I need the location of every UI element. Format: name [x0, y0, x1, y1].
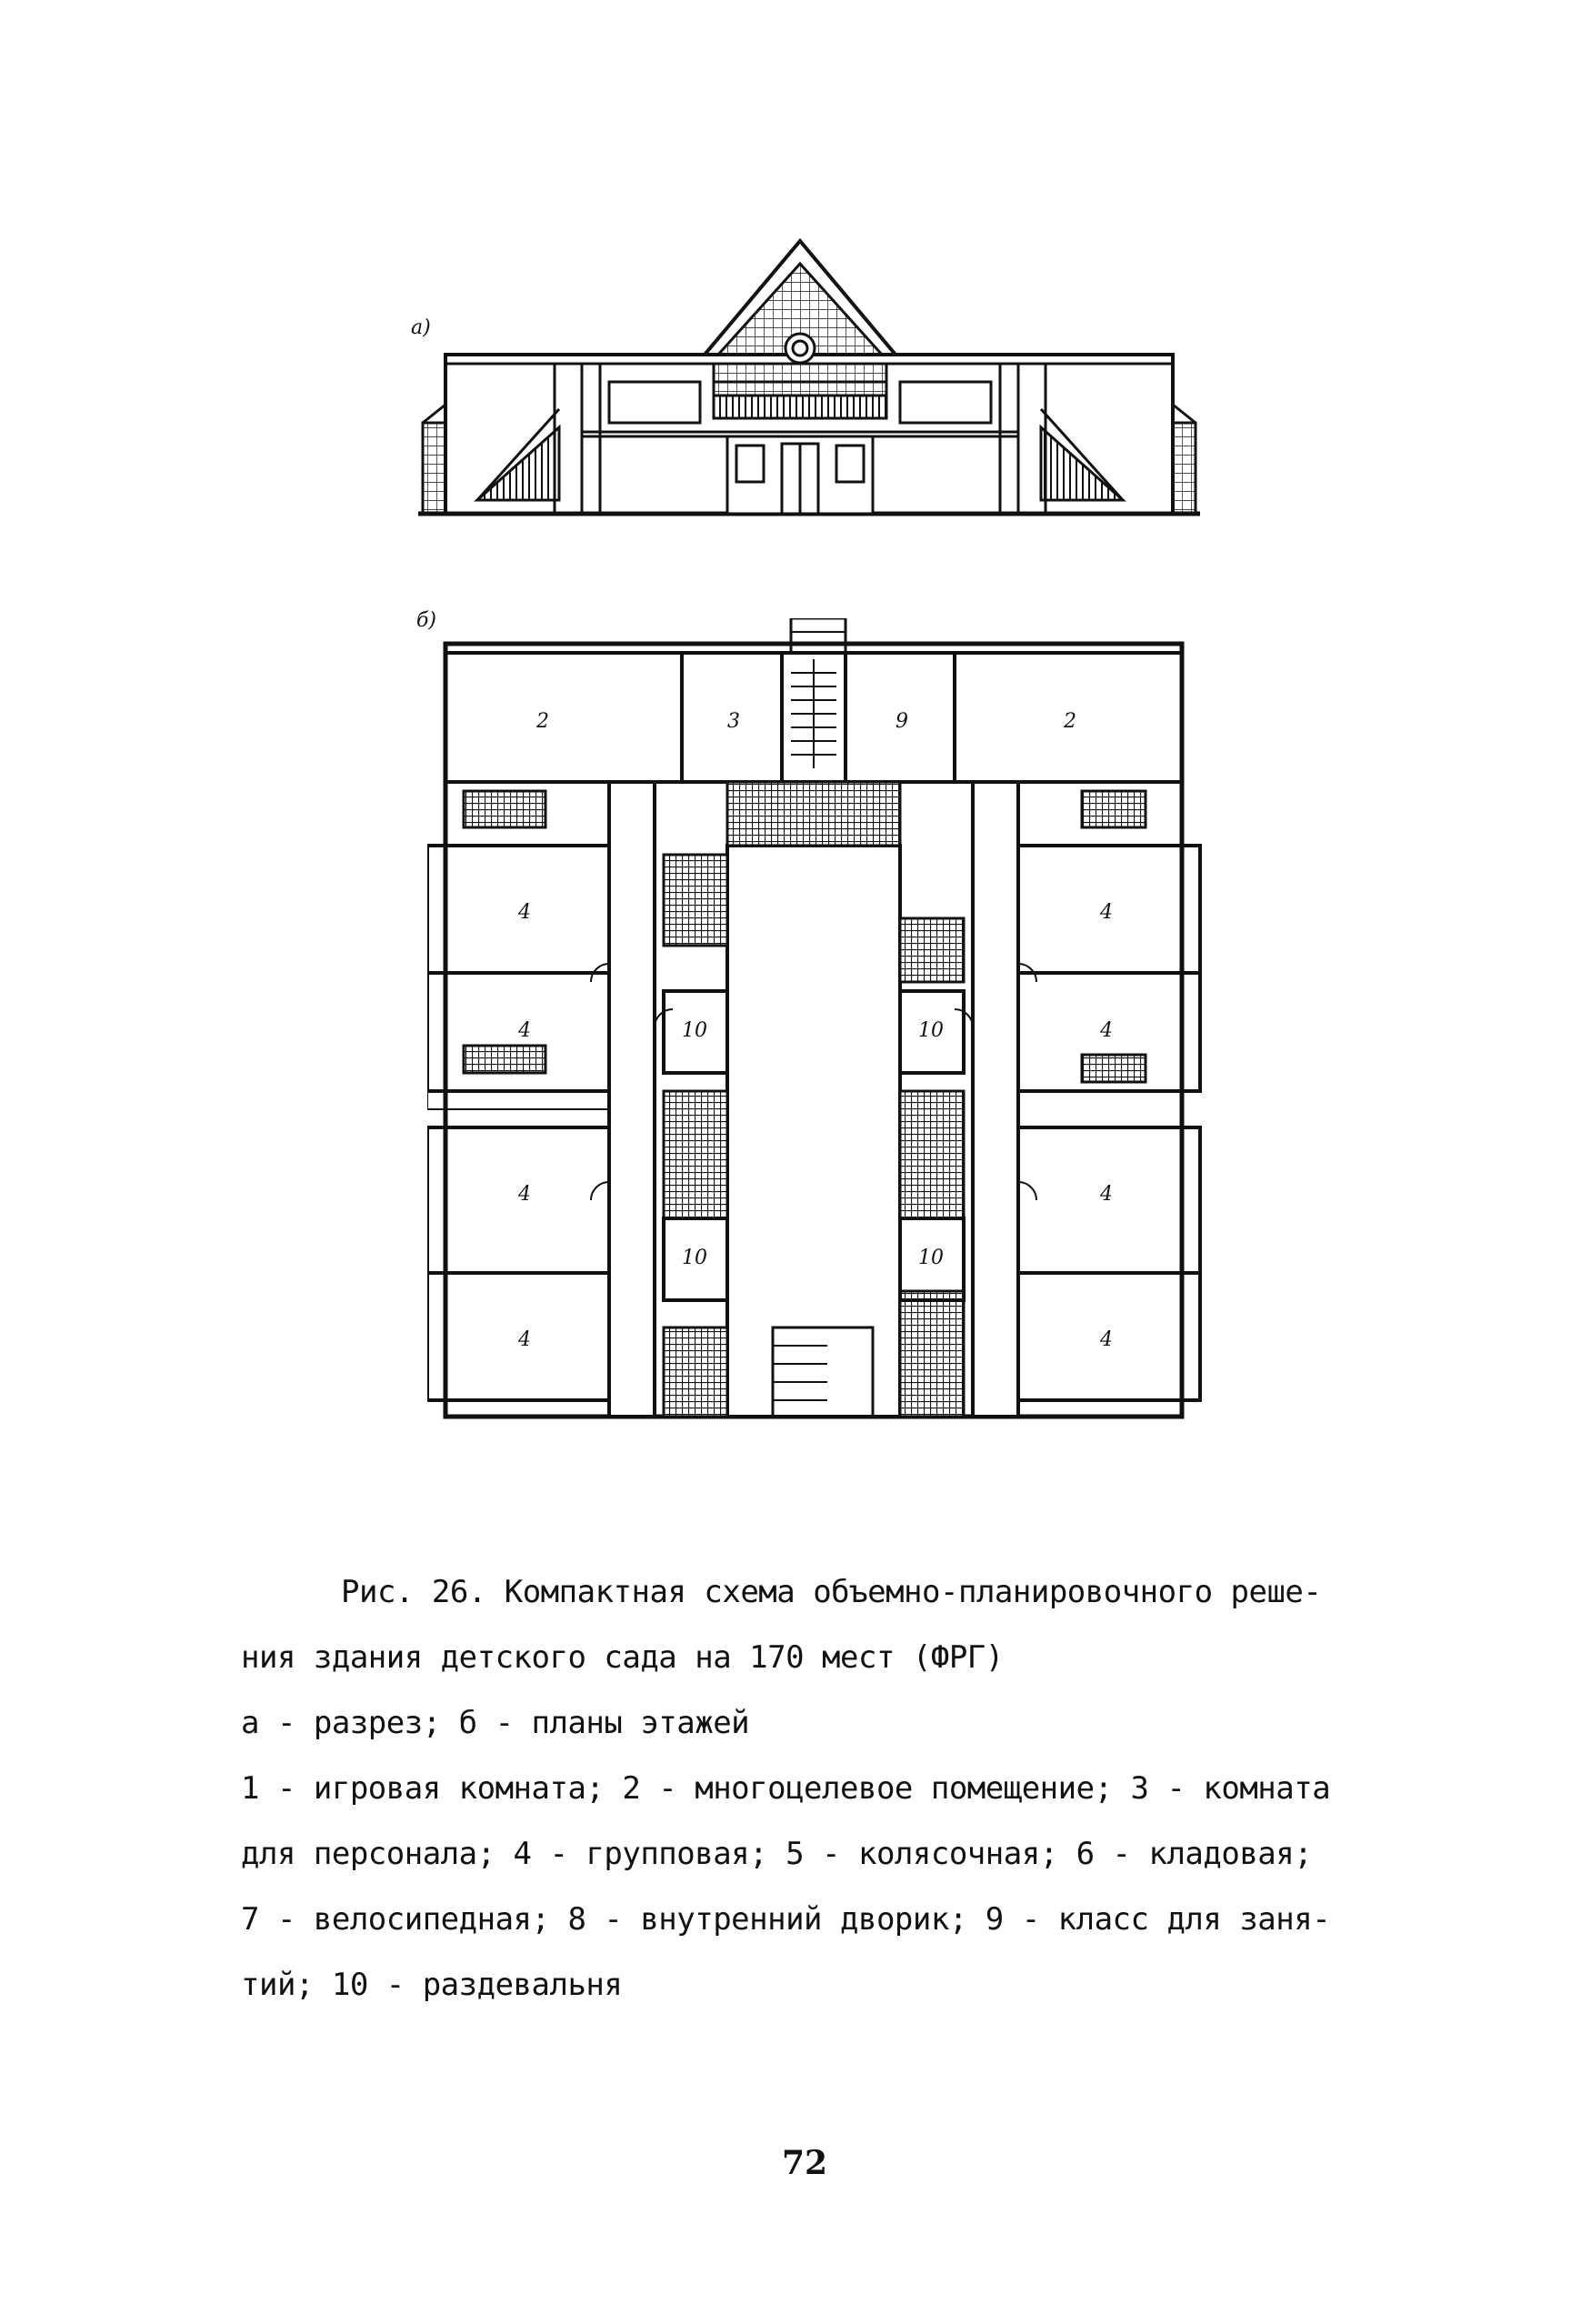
room-label-4-d: 4 [517, 1328, 531, 1351]
figure-caption: Рис. 26. Компактная схема объемно-планир… [241, 1559, 1377, 2018]
room-label-2-left: 2 [535, 710, 549, 733]
caption-line-3: а - разрез; б - планы этажей [241, 1705, 750, 1741]
room-label-9: 9 [896, 710, 908, 733]
caption-line-5: для персонала; 4 - групповая; 5 - колясо… [241, 1836, 1313, 1872]
room-label-4-g: 4 [1099, 1183, 1113, 1206]
caption-line-2: ния здания детского сада на 170 мест (ФР… [241, 1639, 1004, 1676]
floor-plan-drawing: 2 3 9 2 4 4 4 4 4 4 4 4 10 10 10 10 [427, 618, 1202, 1419]
caption-line-6: 7 - велосипедная; 8 - внутренний дворик;… [241, 1901, 1331, 1938]
room-label-10-a: 10 [682, 1019, 707, 1042]
panel-a-label: а) [411, 316, 431, 339]
room-label-4-b: 4 [517, 1019, 531, 1042]
room-label-4-f: 4 [1099, 1019, 1113, 1042]
room-label-4-e: 4 [1099, 901, 1113, 924]
room-label-10-c: 10 [682, 1247, 707, 1269]
room-label-2-right: 2 [1063, 710, 1076, 733]
page-number: 72 [782, 2144, 828, 2182]
room-label-3: 3 [727, 710, 740, 733]
caption-line-7: тий; 10 - раздевальня [241, 1967, 623, 2003]
room-label-4-a: 4 [517, 901, 531, 924]
room-label-4-h: 4 [1099, 1328, 1113, 1351]
panel-b-label: б) [416, 609, 437, 632]
caption-line-4: 1 - игровая комната; 2 - многоцелевое по… [241, 1770, 1331, 1807]
room-label-4-c: 4 [517, 1183, 531, 1206]
caption-line-1: Рис. 26. Компактная схема объемно-планир… [341, 1574, 1322, 1610]
room-label-10-d: 10 [918, 1247, 944, 1269]
room-label-10-b: 10 [918, 1019, 944, 1042]
building-section-drawing [418, 237, 1200, 516]
